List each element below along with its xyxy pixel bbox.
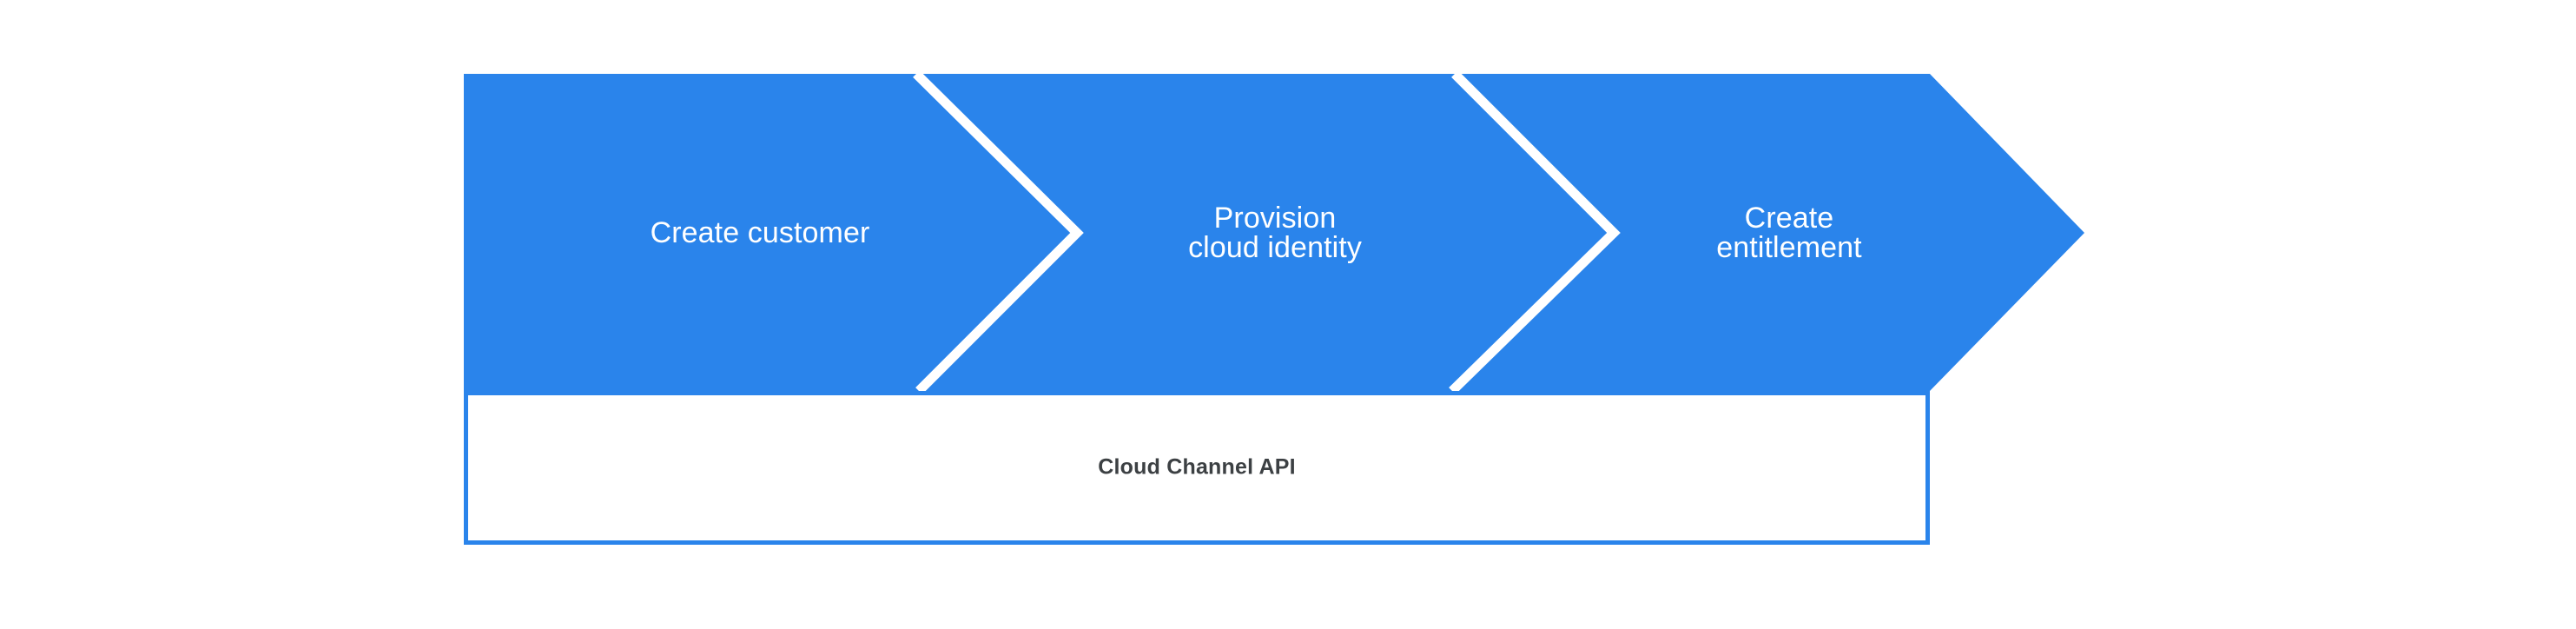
arrow-band-shape <box>464 74 2084 391</box>
footer-box-shape <box>464 391 1930 545</box>
chevron-separator-2 <box>1449 70 1621 394</box>
chevron-separator-1 <box>913 70 1084 394</box>
